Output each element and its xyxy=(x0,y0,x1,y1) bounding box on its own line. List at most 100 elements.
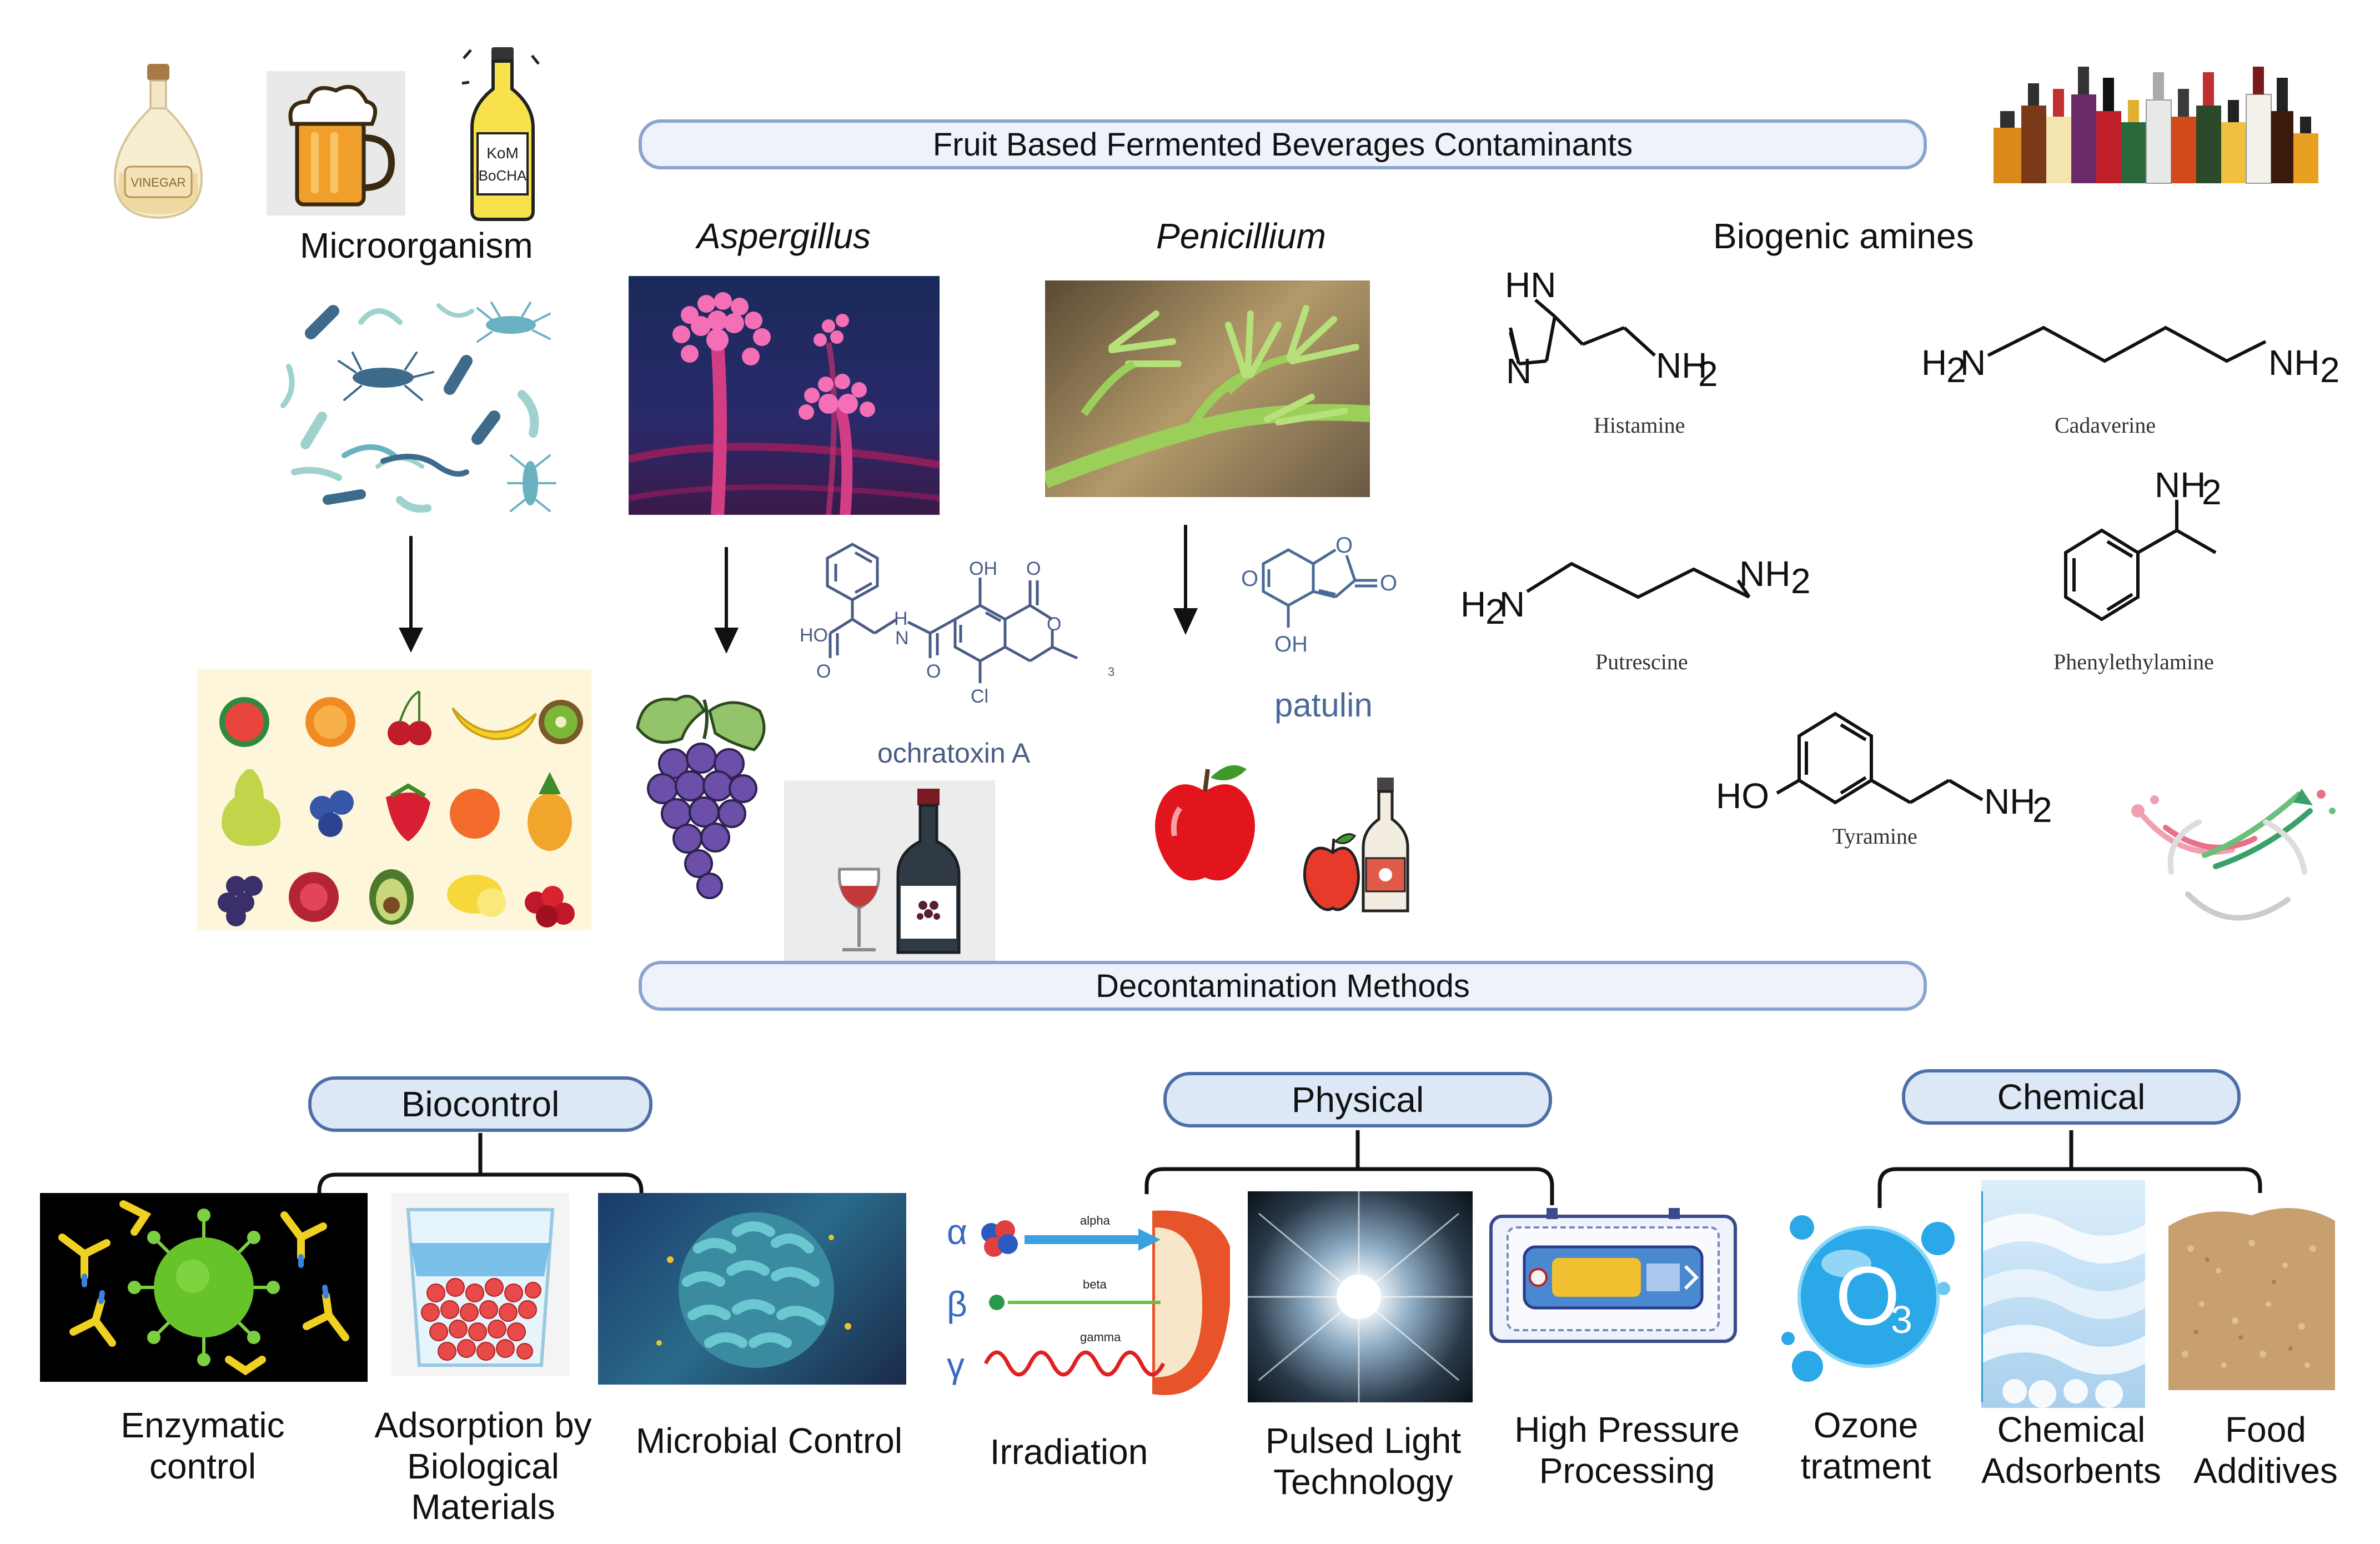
pear-icon xyxy=(222,769,281,846)
tyramine-structure: HO NH 2 xyxy=(1716,711,2052,830)
microbial-cell-icon xyxy=(656,1212,851,1368)
strawberry-icon xyxy=(386,783,430,841)
hpp-machine-icon xyxy=(1489,1208,1737,1343)
label-chemical-adsorbents: Chemical Adsorbents xyxy=(1966,1410,2177,1491)
banner-contaminants-text: Fruit Based Fermented Beverages Contamin… xyxy=(932,126,1633,163)
label-chemads-line1: Chemical xyxy=(1997,1410,2146,1450)
cadaverine-sub2a: 2 xyxy=(1946,350,1966,390)
gamma-label: gamma xyxy=(1080,1330,1121,1344)
putrescine-h: H xyxy=(1460,584,1486,624)
ochratoxin-o3: O xyxy=(1026,558,1041,579)
chemical-adsorbents-image xyxy=(1981,1180,2145,1408)
cadaverine-n: N xyxy=(1960,343,1986,383)
wine-bottle-glass-icon xyxy=(837,789,961,954)
phenylethylamine-nh: NH xyxy=(2155,465,2206,505)
phenylethylamine-sub2: 2 xyxy=(2202,472,2222,512)
heading-penicillium: Penicillium xyxy=(1156,216,1326,256)
label-pulsed-line1: Pulsed Light xyxy=(1265,1421,1462,1461)
category-biocontrol-text: Biocontrol xyxy=(401,1084,560,1124)
ochratoxin-o1: O xyxy=(816,661,831,682)
ochratoxin-cl: Cl xyxy=(971,686,988,707)
label-tyramine: Tyramine xyxy=(1832,824,1917,849)
kombucha-label-2: BoCHA xyxy=(479,167,527,184)
arrow-aspergillus xyxy=(714,547,739,654)
brackets xyxy=(317,1130,2262,1214)
label-phenylethylamine: Phenylethylamine xyxy=(2053,649,2214,674)
ochratoxin-o2: O xyxy=(926,661,941,682)
ochratoxin-oh: OH xyxy=(969,558,997,579)
histamine-n: N xyxy=(1506,351,1532,391)
label-ozone-line1: Ozone xyxy=(1813,1405,1919,1445)
label-hpp-line1: High Pressure xyxy=(1514,1410,1740,1450)
beer-mug-icon xyxy=(288,84,395,207)
label-hpp-line2: Processing xyxy=(1539,1450,1715,1491)
histamine-hn: HN xyxy=(1505,267,1556,305)
ochratoxin-n: N xyxy=(895,628,909,649)
cherry-icon xyxy=(388,690,431,745)
label-hpp: High Pressure Processing xyxy=(1499,1410,1755,1491)
putrescine-sub2b: 2 xyxy=(1791,561,1811,601)
category-chemical-text: Chemical xyxy=(1997,1077,2146,1117)
powder-pile-icon xyxy=(2168,1208,2335,1390)
label-enzymatic-line2: control xyxy=(149,1446,257,1486)
category-physical: Physical xyxy=(1163,1072,1552,1127)
aspergillus-image xyxy=(629,276,940,515)
arrow-penicillium xyxy=(1173,525,1198,635)
cadaverine-h: H xyxy=(1921,343,1947,383)
label-enzymatic: Enzymatic control xyxy=(92,1405,314,1487)
label-microbial: Microbial Control xyxy=(614,1421,925,1462)
label-ozone: Ozone tratment xyxy=(1777,1405,1955,1487)
vinegar-bottle-icon: VINEGAR xyxy=(113,64,203,219)
pineapple-icon xyxy=(528,772,572,851)
liquor-bottles-icon xyxy=(1994,67,2318,184)
food-additives-image xyxy=(2168,1193,2335,1390)
fruits-panel xyxy=(197,669,591,930)
cadaverine-nh: NH xyxy=(2268,343,2319,383)
adsorption-image xyxy=(391,1193,569,1376)
light-burst-icon xyxy=(1248,1191,1473,1402)
label-adsorption-line1: Adsorption by xyxy=(374,1405,592,1445)
kiwi-icon xyxy=(539,700,583,744)
alpha-symbol: α xyxy=(947,1212,967,1252)
ochratoxin-h: H xyxy=(894,608,908,629)
banner-decontamination-text: Decontamination Methods xyxy=(1096,967,1470,1004)
putrescine-n: N xyxy=(1499,584,1525,624)
penicillium-image xyxy=(1045,280,1370,497)
ozone-icon: O 3 xyxy=(1781,1215,1955,1382)
patulin-o2: O xyxy=(1380,571,1397,595)
label-ozone-line2: tratment xyxy=(1800,1446,1931,1486)
adsorption-beaker-icon xyxy=(406,1208,555,1367)
apple-icon xyxy=(1155,765,1255,881)
banner-decontamination: Decontamination Methods xyxy=(639,961,1927,1011)
microbial-control-image xyxy=(598,1193,906,1385)
banner-contaminants: Fruit Based Fermented Beverages Contamin… xyxy=(639,119,1927,169)
label-adsorption-line3: Materials xyxy=(411,1487,555,1527)
arrow-microorganism xyxy=(399,536,423,653)
label-food-line1: Food xyxy=(2225,1410,2306,1450)
adsorbent-layers-icon xyxy=(1981,1191,2145,1408)
patulin-o3: O xyxy=(1241,567,1258,591)
blueberry-icon xyxy=(310,790,354,837)
category-biocontrol: Biocontrol xyxy=(308,1076,652,1132)
virus-antibody-icon xyxy=(58,1200,349,1376)
ochratoxin-o4: O xyxy=(1047,614,1061,635)
ochratoxin-label: ochratoxin A xyxy=(877,738,1031,769)
putrescine-nh: NH xyxy=(1739,554,1790,594)
label-irradiation: Irradiation xyxy=(952,1432,1186,1473)
lemon-icon xyxy=(447,875,506,917)
heading-biogenic-amines: Biogenic amines xyxy=(1713,216,1974,256)
histamine-nh: NH xyxy=(1656,345,1707,385)
irradiation-diagram: α β γ alpha beta gamma xyxy=(947,1210,1230,1395)
category-chemical: Chemical xyxy=(1902,1069,2241,1125)
label-chemads-line2: Adsorbents xyxy=(1981,1450,2161,1491)
orange-icon xyxy=(305,697,355,747)
cadaverine-structure: H 2 N NH 2 xyxy=(1921,325,2338,390)
patulin-oh: OH xyxy=(1274,632,1308,656)
label-cadaverine: Cadaverine xyxy=(2055,413,2156,438)
fruits-grid xyxy=(218,690,583,928)
aspergillus-microscopy xyxy=(629,292,940,515)
patulin-structure: O O O OH patulin xyxy=(1241,533,1397,724)
label-pulsed-line2: Technology xyxy=(1273,1461,1453,1502)
penicillium-microscopy xyxy=(1045,305,1370,488)
enzymatic-image xyxy=(40,1193,368,1382)
